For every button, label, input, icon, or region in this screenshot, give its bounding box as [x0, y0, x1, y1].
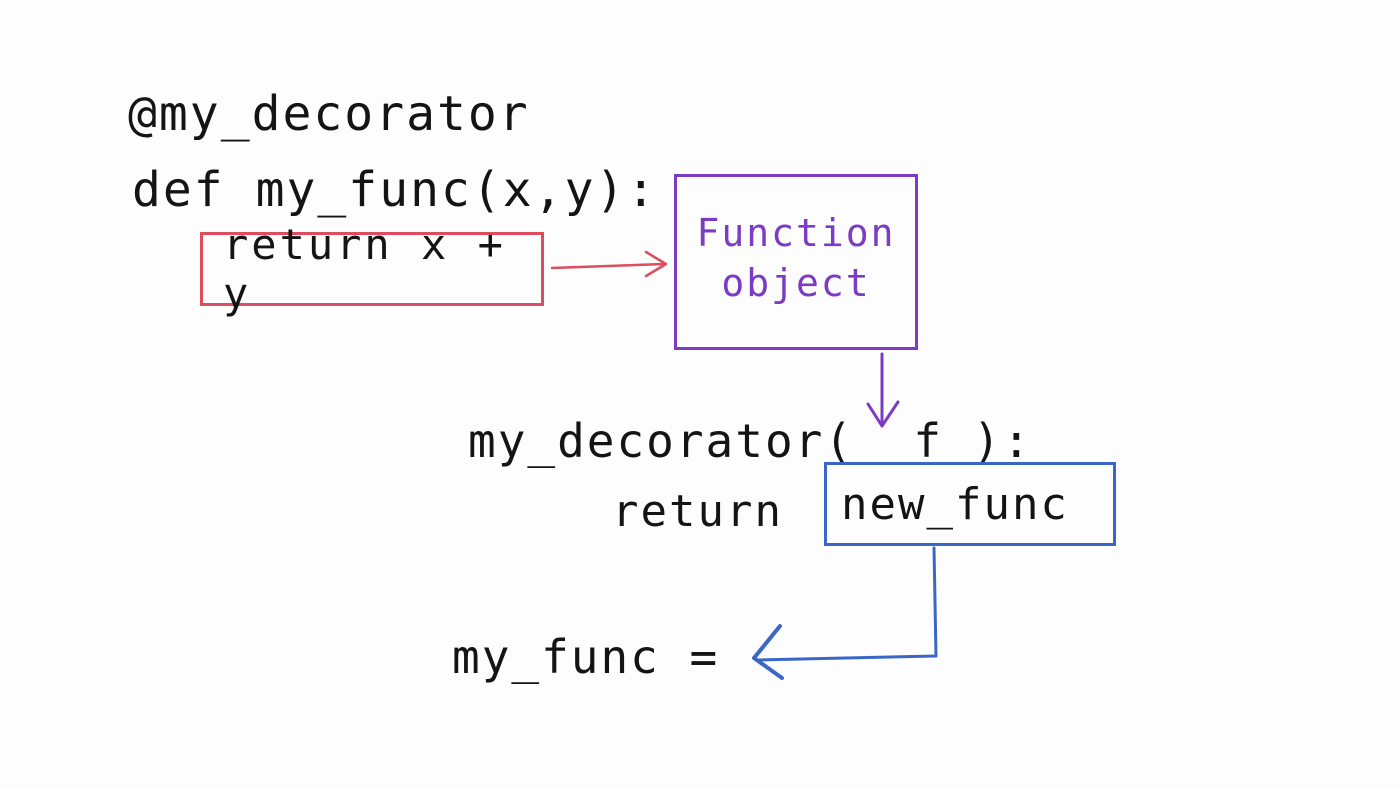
- return-expression: return x + y: [223, 220, 506, 318]
- new-func-label: new_func: [841, 478, 1069, 530]
- red-arrow-shaft: [550, 262, 666, 270]
- function-object-line2: object: [721, 261, 871, 305]
- blue-arrow: [752, 546, 938, 680]
- function-object-line1: Function: [696, 211, 896, 255]
- decorator-call-line: my_decorator( f ):: [468, 414, 1033, 468]
- def-line: def my_func(x,y):: [132, 162, 658, 218]
- return-box: return x + y: [200, 220, 544, 318]
- decorator-line: @my_decorator: [128, 86, 530, 142]
- red-arrow-head: [644, 250, 668, 278]
- blue-arrow-shaft: [756, 546, 938, 662]
- assignment-line: my_func =: [452, 630, 720, 684]
- new-func-box: new_func: [824, 462, 1116, 546]
- return-keyword: return: [612, 486, 783, 537]
- blue-arrow-head: [752, 624, 784, 680]
- function-object-box: Function object: [674, 174, 918, 350]
- red-arrow: [550, 250, 668, 278]
